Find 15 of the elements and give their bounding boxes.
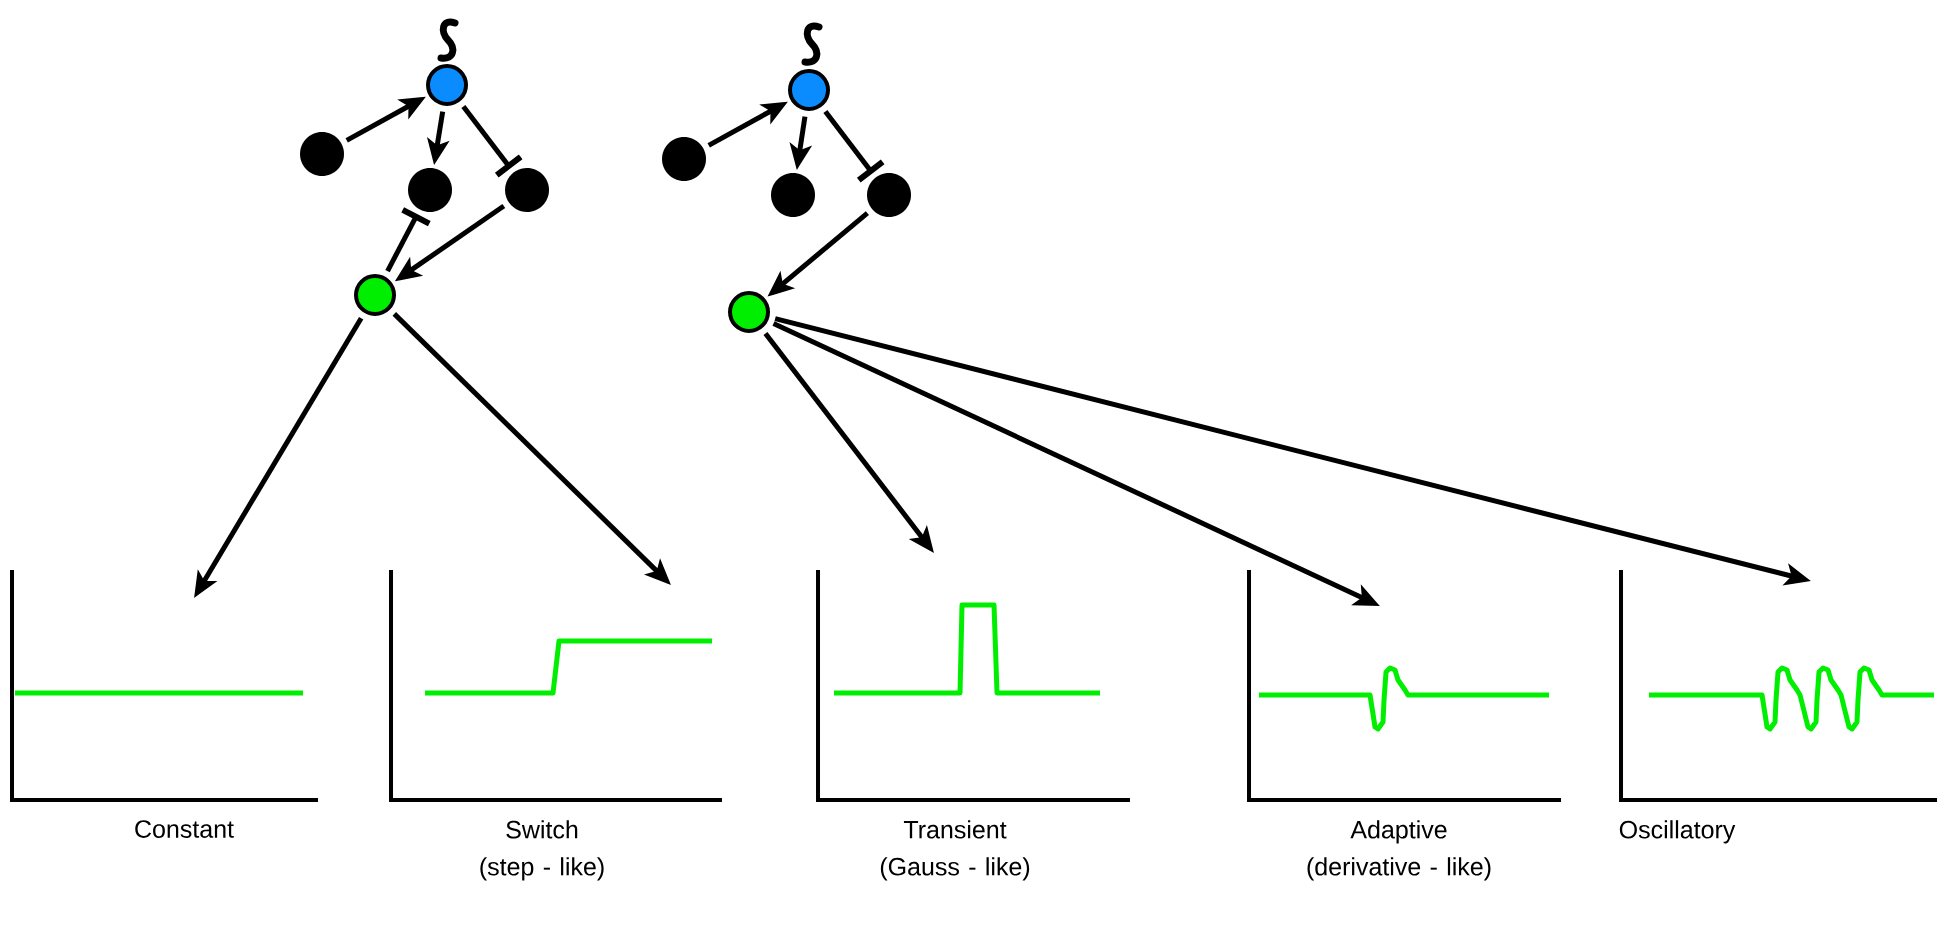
node-circle (788, 69, 830, 111)
plot-label: Switch (step - like) (480, 820, 604, 881)
node-circle (728, 291, 770, 333)
node-circle (662, 137, 706, 181)
plot-label: Constant (135, 820, 234, 838)
node-circle (505, 168, 549, 212)
node-circle (867, 173, 911, 217)
plot-label: Adaptive (derivative - like) (1307, 820, 1491, 881)
plot-label: Transient (Gauss - like) (880, 820, 1030, 881)
node-circle (354, 274, 396, 316)
node-circle (300, 132, 344, 176)
node-circle (426, 64, 468, 106)
arrow (385, 207, 431, 273)
plot-label: Oscillatory (1619, 820, 1736, 844)
node-circle (771, 173, 815, 217)
